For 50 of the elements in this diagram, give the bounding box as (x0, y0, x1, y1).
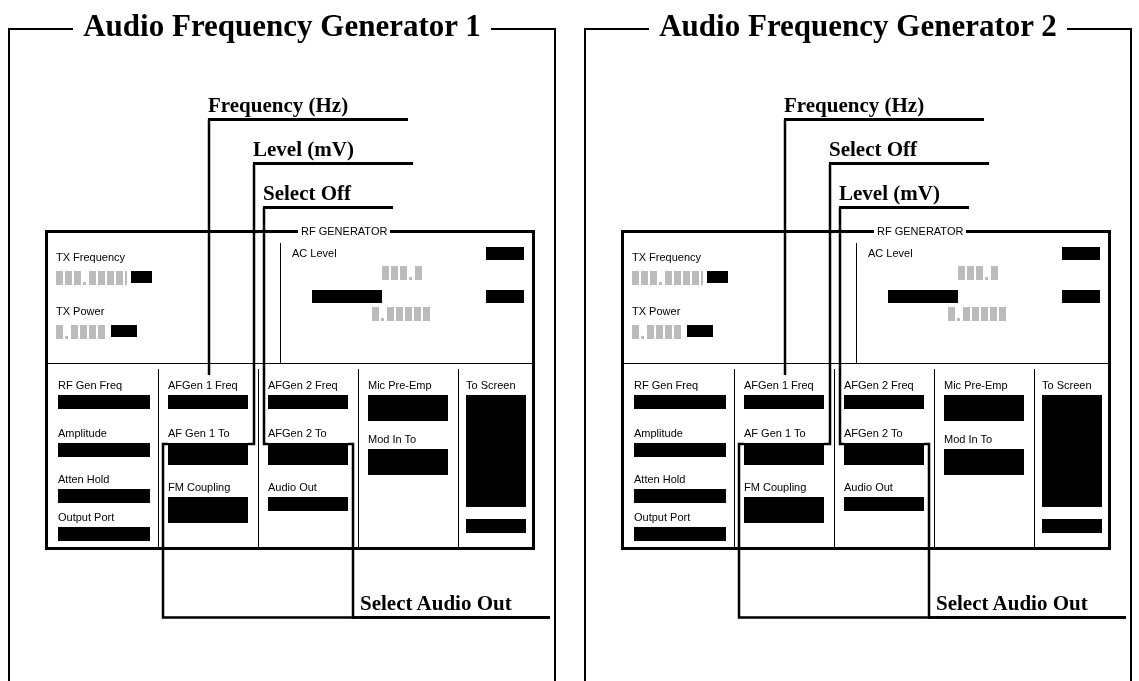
field-label: Audio Out (844, 481, 893, 494)
leader-line (824, 163, 832, 446)
field-label: AFGen 2 Freq (268, 379, 338, 392)
field-label: FM Coupling (744, 481, 807, 494)
field-label: Mic Pre-Emp (368, 379, 432, 392)
field-label: Amplitude (58, 427, 107, 440)
field-label: Atten Hold (58, 473, 110, 486)
field-label: TX Frequency (56, 251, 126, 264)
leader-line (924, 442, 936, 619)
screen-title: RF GENERATOR (874, 225, 967, 238)
callout-text: Frequency (Hz) (208, 92, 408, 121)
field-label: RF Gen Freq (58, 379, 123, 392)
screen-title: RF GENERATOR (298, 225, 391, 238)
callout-text: Select Off (263, 180, 393, 209)
leader-line (207, 119, 211, 375)
field-label: AF Gen 1 To (168, 427, 230, 440)
field-label: Output Port (58, 511, 115, 524)
field-label: To Screen (1042, 379, 1092, 392)
callout-text: Frequency (Hz) (784, 92, 984, 121)
field-label: To Screen (466, 379, 516, 392)
leader-line (783, 119, 787, 375)
field-label: Output Port (634, 511, 691, 524)
leader-line (262, 207, 268, 446)
leader-line (348, 442, 360, 619)
field-label: RF Gen Freq (634, 379, 699, 392)
field-label: AFGen 2 Freq (844, 379, 914, 392)
field-label: AFGen 2 To (844, 427, 903, 440)
field-label: Audio Out (268, 481, 317, 494)
field-label: AF Gen 1 To (744, 427, 806, 440)
field-label: AFGen 1 Freq (744, 379, 814, 392)
field-label: Amplitude (634, 427, 683, 440)
field-label: Mod In To (944, 433, 993, 446)
field-label: AFGen 1 Freq (168, 379, 238, 392)
field-label: Mic Pre-Emp (944, 379, 1008, 392)
field-label: TX Power (632, 305, 681, 318)
leader-line (838, 207, 844, 446)
field-label: FM Coupling (168, 481, 231, 494)
callout-text: Select Audio Out (936, 590, 1126, 619)
field-label: AC Level (868, 247, 913, 260)
leader-line (248, 163, 256, 446)
field-label: Atten Hold (634, 473, 686, 486)
callout-text: Level (mV) (253, 136, 413, 165)
field-label: AFGen 2 To (268, 427, 327, 440)
field-label: AC Level (292, 247, 337, 260)
callout-text: Select Audio Out (360, 590, 550, 619)
callout-text: Level (mV) (839, 180, 969, 209)
callout-text: Select Off (829, 136, 989, 165)
field-label: TX Power (56, 305, 105, 318)
field-label: Mod In To (368, 433, 417, 446)
field-label: TX Frequency (632, 251, 702, 264)
